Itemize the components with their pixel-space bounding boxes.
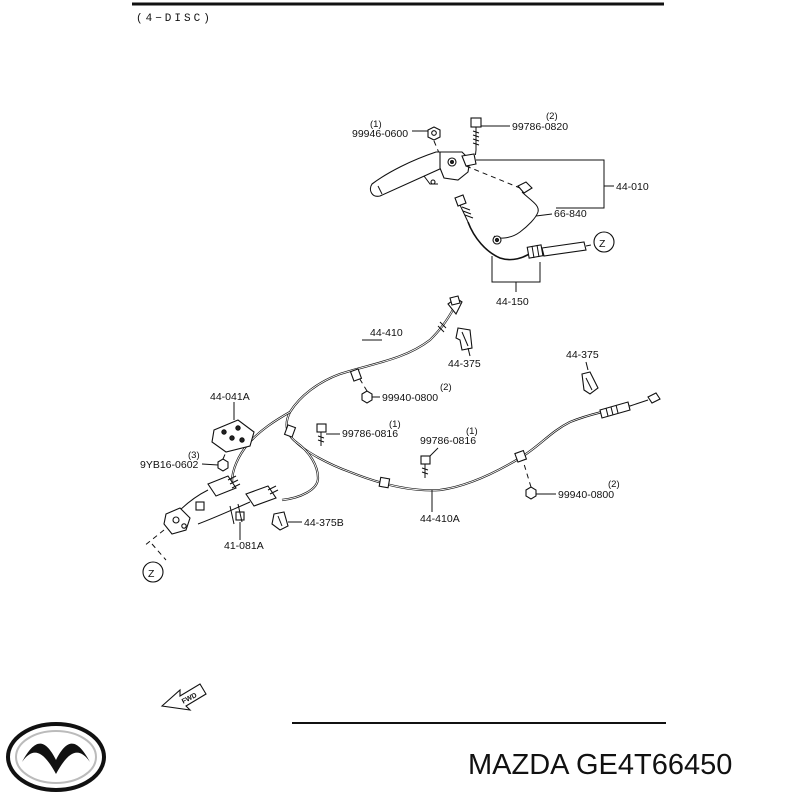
rear-cables (230, 295, 661, 502)
label-99940-0800-upper: 99940-0800 (382, 392, 438, 404)
cable-bracket-44-041A (211, 419, 255, 453)
bolt-right (420, 455, 431, 478)
z-marker-bottom-text: Z (148, 568, 155, 580)
part-labels: (1) 99946-0600 (2) 99786-0820 44-010 66-… (140, 111, 649, 552)
label-99786-0816-right-idx: (1) (466, 426, 478, 437)
label-44-375-upper: 44-375 (448, 358, 481, 370)
label-44-375B: 44-375B (304, 517, 344, 529)
lever-nut (427, 126, 441, 141)
lever-handle (369, 151, 477, 197)
front-cable-adjuster (454, 194, 533, 261)
label-99786-0816-left: 99786-0816 (342, 428, 398, 440)
nut-lower (523, 463, 537, 500)
label-99940-0800-lower: 99940-0800 (558, 489, 614, 501)
label-44-010: 44-010 (616, 181, 649, 193)
cable-clip-44-375B (271, 511, 289, 531)
label-99786-0820: 99786-0820 (512, 121, 568, 133)
rear-cable-ends (143, 475, 279, 561)
label-44-041A: 44-041A (210, 391, 250, 403)
header-caption: (4−DISC) (136, 13, 213, 25)
brand-part-number: MAZDA GE4T66450 (468, 749, 732, 781)
label-99940-0800-upper-idx: (2) (440, 382, 452, 393)
brake-switch (493, 181, 539, 239)
label-44-410A: 44-410A (420, 513, 460, 525)
label-44-375-right: 44-375 (566, 349, 599, 361)
leader-lines (201, 125, 589, 523)
label-99946-0600: 99946-0600 (352, 128, 408, 140)
z-marker-bottom (142, 561, 164, 583)
label-99786-0816-right: 99786-0816 (420, 435, 476, 447)
cable-clip-right (581, 371, 599, 395)
handbrake-lever-assembly: Z (369, 117, 615, 292)
label-41-081A: 41-081A (224, 540, 264, 552)
nut-upper (357, 375, 373, 404)
label-44-410: 44-410 (370, 327, 403, 339)
label-99786-0820-idx: (2) (546, 111, 558, 122)
lever-bolt (470, 117, 482, 150)
z-marker-top (593, 231, 615, 253)
label-44-150: 44-150 (496, 296, 529, 308)
label-99940-0800-lower-idx: (2) (608, 479, 620, 490)
label-66-840: 66-840 (554, 208, 587, 220)
bolt-left (316, 423, 327, 446)
label-9YB16-0602-idx: (3) (188, 450, 200, 461)
label-99946-0600-idx: (1) (370, 119, 382, 130)
label-99786-0816-left-idx: (1) (389, 419, 401, 430)
label-9YB16-0602: 9YB16-0602 (140, 459, 199, 471)
nut-9YB16 (217, 451, 229, 472)
cable-clip-upper (455, 327, 473, 351)
front-cable (526, 241, 587, 259)
z-marker-top-text: Z (599, 238, 606, 250)
fwd-arrow-icon: FWD (160, 683, 207, 711)
mazda-logo-icon (6, 722, 106, 792)
